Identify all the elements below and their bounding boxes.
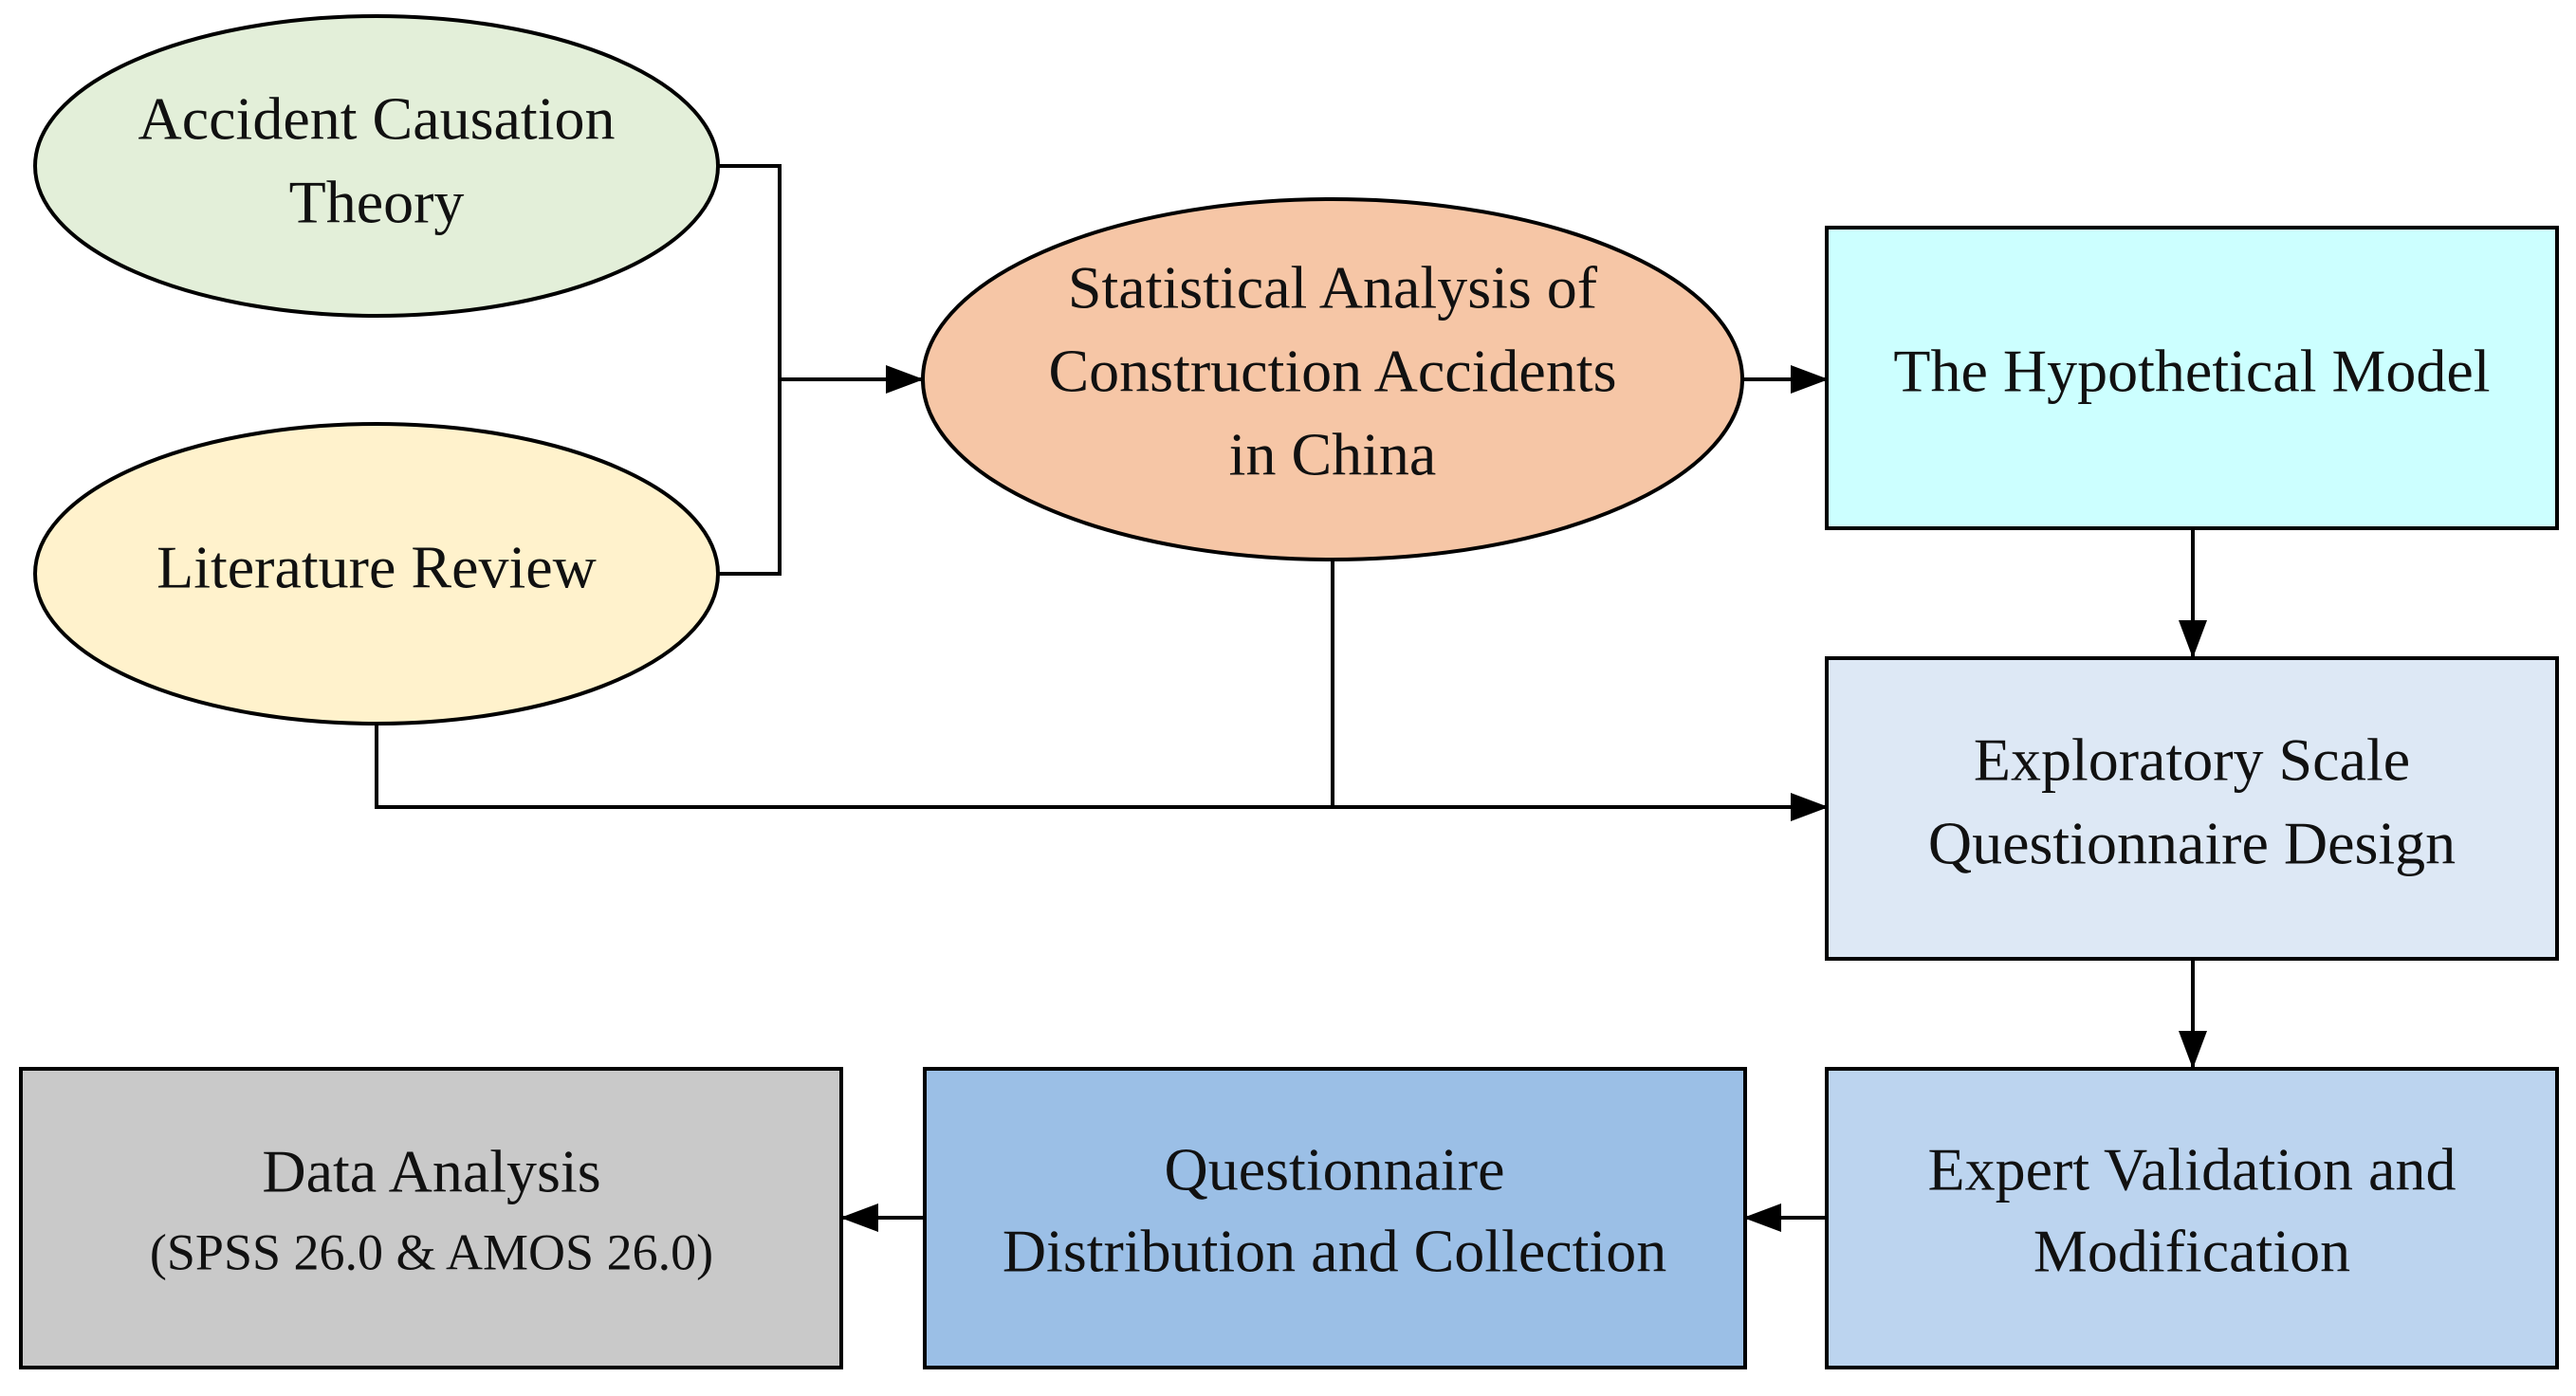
data-analysis-box — [19, 1067, 843, 1369]
hypothetical-model-box — [1825, 226, 2559, 530]
statistical-analysis-ellipse — [921, 197, 1744, 561]
literature-review-ellipse — [33, 422, 720, 726]
node-exploratory-scale-questionnaire-design: Exploratory Scale Questionnaire Design — [1825, 656, 2559, 961]
statistical-analysis-label-line-1: Statistical Analysis of — [1068, 254, 1598, 321]
edges — [375, 164, 2207, 1232]
distribution-collection-label-line-2: Distribution and Collection — [1003, 1218, 1666, 1285]
exploratory-design-label-line-2: Questionnaire Design — [1928, 810, 2456, 877]
exploratory-design-box — [1825, 656, 2559, 961]
node-expert-validation-and-modification: Expert Validation and Modification — [1825, 1067, 2559, 1369]
data-analysis-label: Data Analysis — [262, 1138, 600, 1205]
node-literature-review: Literature Review — [33, 422, 720, 726]
node-accident-causation-theory: Accident Causation Theory — [33, 14, 720, 318]
accident-causation-ellipse — [33, 14, 720, 318]
node-questionnaire-distribution-and-collection: Questionnaire Distribution and Collectio… — [923, 1067, 1747, 1369]
node-statistical-analysis: Statistical Analysis of Construction Acc… — [921, 197, 1744, 561]
exploratory-design-label-line-1: Exploratory Scale — [1974, 726, 2410, 794]
hypothetical-model-label: The Hypothetical Model — [1893, 338, 2490, 405]
distribution-collection-box — [923, 1067, 1747, 1369]
node-data-analysis: Data Analysis (SPSS 26.0 & AMOS 26.0) — [19, 1067, 843, 1369]
node-hypothetical-model: The Hypothetical Model — [1825, 226, 2559, 530]
expert-validation-label-line-2: Modification — [2033, 1218, 2350, 1285]
accident-causation-label-line-1: Accident Causation — [138, 85, 616, 153]
expert-validation-box — [1825, 1067, 2559, 1369]
accident-causation-label-line-2: Theory — [289, 169, 465, 236]
distribution-collection-label-line-1: Questionnaire — [1165, 1136, 1505, 1203]
statistical-analysis-label-line-3: in China — [1229, 421, 1437, 488]
expert-validation-label-line-1: Expert Validation and — [1928, 1136, 2456, 1203]
edge-accident-causation-to-merge — [719, 164, 782, 379]
edge-literature-review-to-merge — [719, 379, 782, 576]
literature-review-label: Literature Review — [156, 534, 597, 601]
statistical-analysis-label-line-2: Construction Accidents — [1048, 338, 1616, 405]
edge-literature-review-to-exploratory — [375, 726, 1829, 821]
data-analysis-sublabel: (SPSS 26.0 & AMOS 26.0) — [150, 1223, 713, 1280]
